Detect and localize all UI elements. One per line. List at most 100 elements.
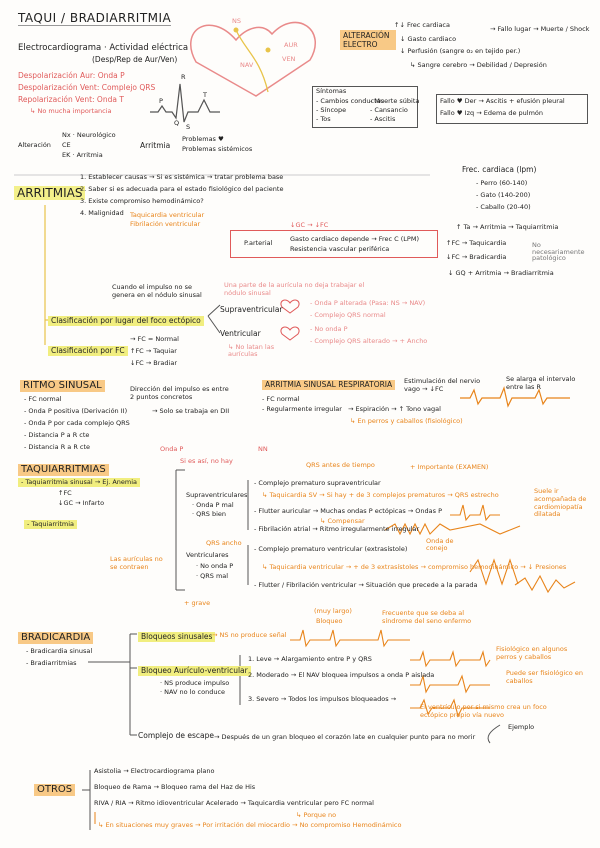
rs-item-4: - Distancia P a R cte — [24, 431, 90, 439]
rs-item-2: - Onda P positiva (Derivación II) — [24, 407, 128, 415]
escape-note: → Después de un gran bloqueo el corazón … — [214, 733, 476, 741]
electro-line-3: ↓ Perfusión (sangre o₂ en tejido per.) — [400, 47, 521, 55]
taqui-supra-sub-1: · Onda P mal — [192, 501, 234, 509]
taqui-suele: Suele ir acompañada de cardiomiopatía di… — [534, 487, 587, 519]
fisio2-note: Puede ser fisiológico en caballos — [506, 669, 583, 685]
sintomas-c1-2: - Síncope — [316, 106, 347, 114]
frec-perro: - Perro (60-140) — [476, 179, 528, 187]
alteracion-item-1: Nx · Neurológico — [62, 131, 116, 139]
electro-fallo: → Fallo lugar → Muerte / Shock — [490, 25, 590, 33]
taqui-nn: NN — [258, 445, 268, 453]
otros-title: OTROS — [34, 784, 76, 796]
arritmias-step-1: 1. Establecer causas → Si es sistémica →… — [80, 173, 284, 181]
escape-title: Complejo de escape — [138, 731, 215, 740]
taqui-sin-2: ↓GC → Infarto — [58, 499, 105, 507]
pa-label: P.arterial — [244, 239, 273, 247]
rs-note: Dirección del impulso es entre 2 puntos … — [130, 385, 229, 401]
taqui-graves: + grave — [184, 599, 211, 607]
arritmias-step-4: 4. Malignidad — [80, 209, 124, 217]
heart-label-nav: NAV — [240, 61, 254, 69]
bloqueos-sin-note: → NS no produce señal — [212, 631, 287, 639]
qrs-ancho: QRS ancho — [206, 539, 242, 547]
alteracion-label: Alteración — [18, 141, 51, 149]
sintomas-box — [312, 86, 418, 128]
ecg-subtitle: (Desp/Rep de Aur/Ven) — [92, 55, 178, 64]
ejemplo-note: Ejemplo — [508, 723, 535, 731]
taqui-onda-p: Onda P — [160, 445, 184, 453]
sintomas-c1-3: - Tos — [316, 115, 331, 123]
pa-line-1: Gasto cardiaco depende → Frec C (LPM) — [290, 235, 419, 243]
onda-conejo: Onda de conejo — [426, 537, 454, 552]
supra-item-2: - Complejo QRS normal — [310, 311, 386, 319]
no-patologico: No necesariamente patológico — [532, 241, 585, 262]
sintomas-c2-3: - Ascitis — [370, 115, 396, 123]
qrs-antes: QRS antes de tiempo — [306, 461, 375, 469]
bav-sub-1: · NS produce impulso — [160, 679, 230, 687]
clasif-fc-1: → FC = Normal — [130, 335, 179, 343]
clasif-fc-2: ↑FC → Taquiar — [130, 347, 177, 355]
pa-box — [230, 230, 438, 258]
fallo-line-1: Fallo ♥ Der → Ascitis + efusión pleural — [440, 97, 565, 105]
resp-item-1: - FC normal — [262, 395, 300, 403]
fallo-box — [436, 94, 588, 124]
taqui-supra-4: - Fibrilación atrial → Ritmo irregularme… — [254, 525, 420, 533]
arritmias-step-2: 2. Saber si es adecuada para el estado f… — [80, 185, 284, 193]
arritmia-text: Arritmia — [140, 141, 171, 150]
frec-caballo: - Caballo (20-40) — [476, 203, 531, 211]
las-auriculas: Las aurículas no se contraen — [110, 555, 163, 571]
clasif-fc: Clasificación por FC — [48, 346, 128, 356]
frecuente-note: Frecuente que se deba al síndrome del se… — [382, 609, 472, 625]
heart-label-aur: AUR — [284, 41, 298, 49]
ecg-label-t: T — [203, 91, 207, 99]
ta-line: ↑ Ta → Arritmia → Taquiarritmia — [456, 223, 559, 231]
resp-item-2: - Regularmente irregular — [262, 405, 342, 413]
taqui-compensar: ↳ Compensar — [320, 517, 365, 525]
sintomas-c2-2: - Cansancio — [370, 106, 408, 114]
electro-line-1: ↑↓ Frec cardiaca — [394, 21, 450, 29]
impulso-note: Cuando el impulso no se genera en el nód… — [112, 283, 202, 299]
sintomas-c2-1: - Muerte súbita — [370, 97, 420, 105]
malignidad-note-2: Fibrilación ventricular — [130, 220, 201, 228]
frec-title: Frec. cardiaca (lpm) — [462, 165, 537, 174]
bav-item-3: 3. Severo → Todos los impulsos bloqueado… — [248, 695, 397, 703]
dep-aur-text: Despolarización Aur: Onda P — [18, 71, 125, 80]
taqui-vent-3: - Flutter / Fibrilación ventricular → Si… — [254, 581, 478, 589]
muy-largo: (muy largo) — [314, 607, 352, 615]
ecg-label-p: P — [159, 97, 163, 105]
bradi-title: BRADICARDIA — [18, 632, 94, 644]
taqui-vent: Ventriculares — [186, 551, 229, 559]
taqui-vent-sub-2: · QRS mal — [196, 572, 229, 580]
taqui-sinusal: - Taquiarritmia sinusal → Ej. Anemia — [18, 478, 141, 487]
rs-item-5: - Distancia R a R cte — [24, 443, 91, 451]
fc-down-line: ↓FC → Bradicardia — [446, 253, 507, 261]
clasif-fc-3: ↓FC → Bradiar — [130, 359, 178, 367]
malignidad-note-1: Taquicardia ventricular — [130, 211, 205, 219]
arritmias-step-3: 3. Existe compromiso hemodinámico? — [80, 197, 204, 205]
resp-espiracion: → Espiración → ↑ Tono vagal — [348, 405, 441, 413]
bav-item-1: 1. Leve → Alargamiento entre P y QRS — [248, 655, 372, 663]
heart-drawing — [190, 21, 316, 97]
ecg-definition: Electrocardiograma · Actividad eléctrica — [18, 43, 189, 53]
ecg-label-r: R — [181, 73, 186, 81]
vent-label: Ventricular — [220, 329, 261, 338]
taqui-supra: Supraventriculares — [186, 491, 248, 499]
resp-estimulacion: Estimulación del nervio vago → ↓FC — [404, 377, 481, 393]
resp-perros: ↳ En perros y caballos (fisiológico) — [350, 417, 463, 425]
bav-item-2: 2. Moderado → El NAV bloquea impulsos a … — [248, 671, 435, 679]
gq-line: ↓ GQ + Arritmia → Bradiarritmia — [448, 269, 554, 277]
heart-label-ven: VEN — [282, 55, 296, 63]
resp-se-alarga: Se alarga el intervalo entre las R — [506, 375, 576, 391]
bloqueo-note: Bloqueo — [316, 617, 343, 625]
sistemicos-text: Problemas sistémicos — [182, 145, 253, 153]
taqui-supra-2: ↳ Taquicardia SV → Si hay + de 3 complej… — [262, 491, 499, 499]
fallo-line-2: Fallo ♥ Izq → Edema de pulmón — [440, 109, 543, 117]
bloqueos-sin: Bloqueos sinusales — [138, 632, 216, 642]
taqui-supra-sub-2: · QRS bien — [192, 510, 227, 518]
bav-sub-2: · NAV no lo conduce — [160, 688, 226, 696]
no-importancia-text: ↳ No mucha importancia — [30, 107, 112, 115]
supra-label: Supraventricular — [220, 305, 283, 314]
taqui-vent-sub-1: · No onda P — [196, 562, 234, 570]
heart-label-ns: NS — [232, 17, 241, 25]
auricula-note: Una parte de la aurícula no deja trabaja… — [224, 281, 365, 297]
